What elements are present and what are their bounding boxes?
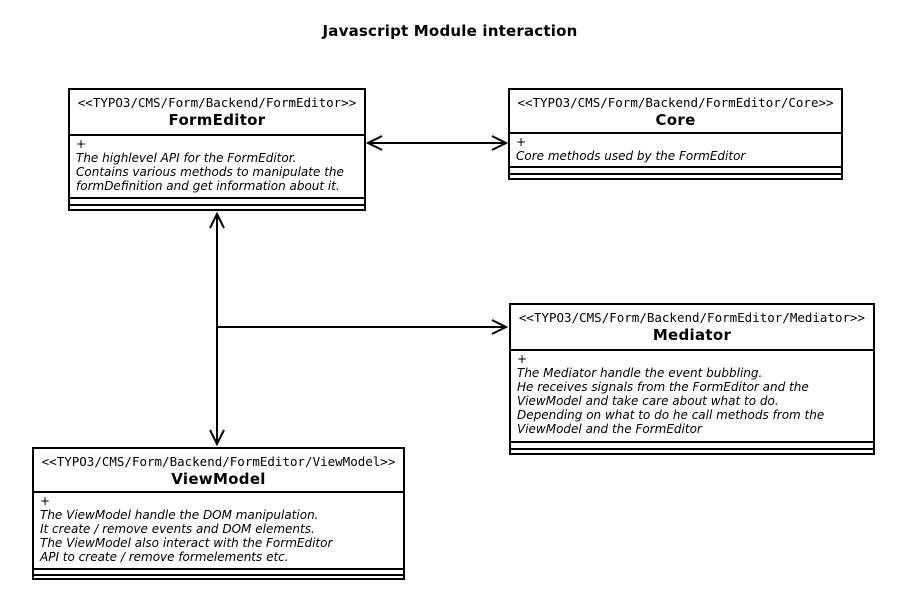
empty-compartment [511,441,873,448]
description-line: API to create / remove formelements etc. [40,550,289,564]
description-line: Depending on what to do he call methods … [517,408,825,422]
description-line: The highlevel API for the FormEditor. [76,151,297,165]
mediator-name: Mediator [652,326,732,344]
empty-compartment [511,448,873,453]
class-box-mediator: <<TYPO3/CMS/Form/Backend/FormEditor/Medi… [509,303,875,455]
description-line: ViewModel and the FormEditor [517,422,702,436]
class-box-formeditor: <<TYPO3/CMS/Form/Backend/FormEditor>> Fo… [68,88,366,211]
mediator-header: <<TYPO3/CMS/Form/Backend/FormEditor/Medi… [511,305,873,349]
formeditor-name: FormEditor [168,111,266,129]
visibility-marker: + [40,494,51,508]
core-stereotype: <<TYPO3/CMS/Form/Backend/FormEditor/Core… [517,95,834,110]
description-line: ViewModel and take care about what to do… [517,394,779,408]
mediator-stereotype: <<TYPO3/CMS/Form/Backend/FormEditor/Medi… [518,310,866,325]
formeditor-stereotype: <<TYPO3/CMS/Form/Backend/FormEditor>> [77,95,357,110]
visibility-marker: + [76,137,87,151]
description-line: Contains various methods to manipulate t… [76,165,344,179]
empty-compartment [34,574,403,578]
arrow-link-mediator [217,319,509,335]
viewmodel-header: <<TYPO3/CMS/Form/Backend/FormEditor/View… [34,449,403,491]
formeditor-header: <<TYPO3/CMS/Form/Backend/FormEditor>> Fo… [70,90,364,134]
empty-compartment [70,204,364,209]
core-name: Core [655,111,696,129]
empty-compartment [34,568,403,574]
description-line: It create / remove events and DOM elemen… [40,522,315,536]
arrow-formeditor-core [365,135,509,151]
description-line: The ViewModel also interact with the For… [40,536,333,550]
viewmodel-body: + The ViewModel handle the DOM manipulat… [34,491,403,568]
formeditor-body: + The highlevel API for the FormEditor. … [70,134,364,197]
mediator-body: + The Mediator handle the event bubbling… [511,349,873,441]
description-line: The ViewModel handle the DOM manipulatio… [40,508,319,522]
class-box-viewmodel: <<TYPO3/CMS/Form/Backend/FormEditor/View… [32,447,405,580]
empty-compartment [70,197,364,204]
viewmodel-name: ViewModel [171,470,266,488]
visibility-marker: + [516,135,527,149]
description-line: He receives signals from the FormEditor … [517,380,809,394]
arrow-formeditor-viewmodel [209,211,225,447]
empty-compartment [510,173,841,178]
visibility-marker: + [517,352,528,366]
diagram-title: Javascript Module interaction [322,22,578,40]
empty-compartment [510,166,841,173]
class-box-core: <<TYPO3/CMS/Form/Backend/FormEditor/Core… [508,88,843,180]
core-header: <<TYPO3/CMS/Form/Backend/FormEditor/Core… [510,90,841,132]
description-line: The Mediator handle the event bubbling. [517,366,763,380]
core-body: + Core methods used by the FormEditor [510,132,841,166]
description-line: Core methods used by the FormEditor [516,149,746,163]
viewmodel-stereotype: <<TYPO3/CMS/Form/Backend/FormEditor/View… [41,454,396,469]
description-line: formDefinition and get information about… [76,179,340,193]
